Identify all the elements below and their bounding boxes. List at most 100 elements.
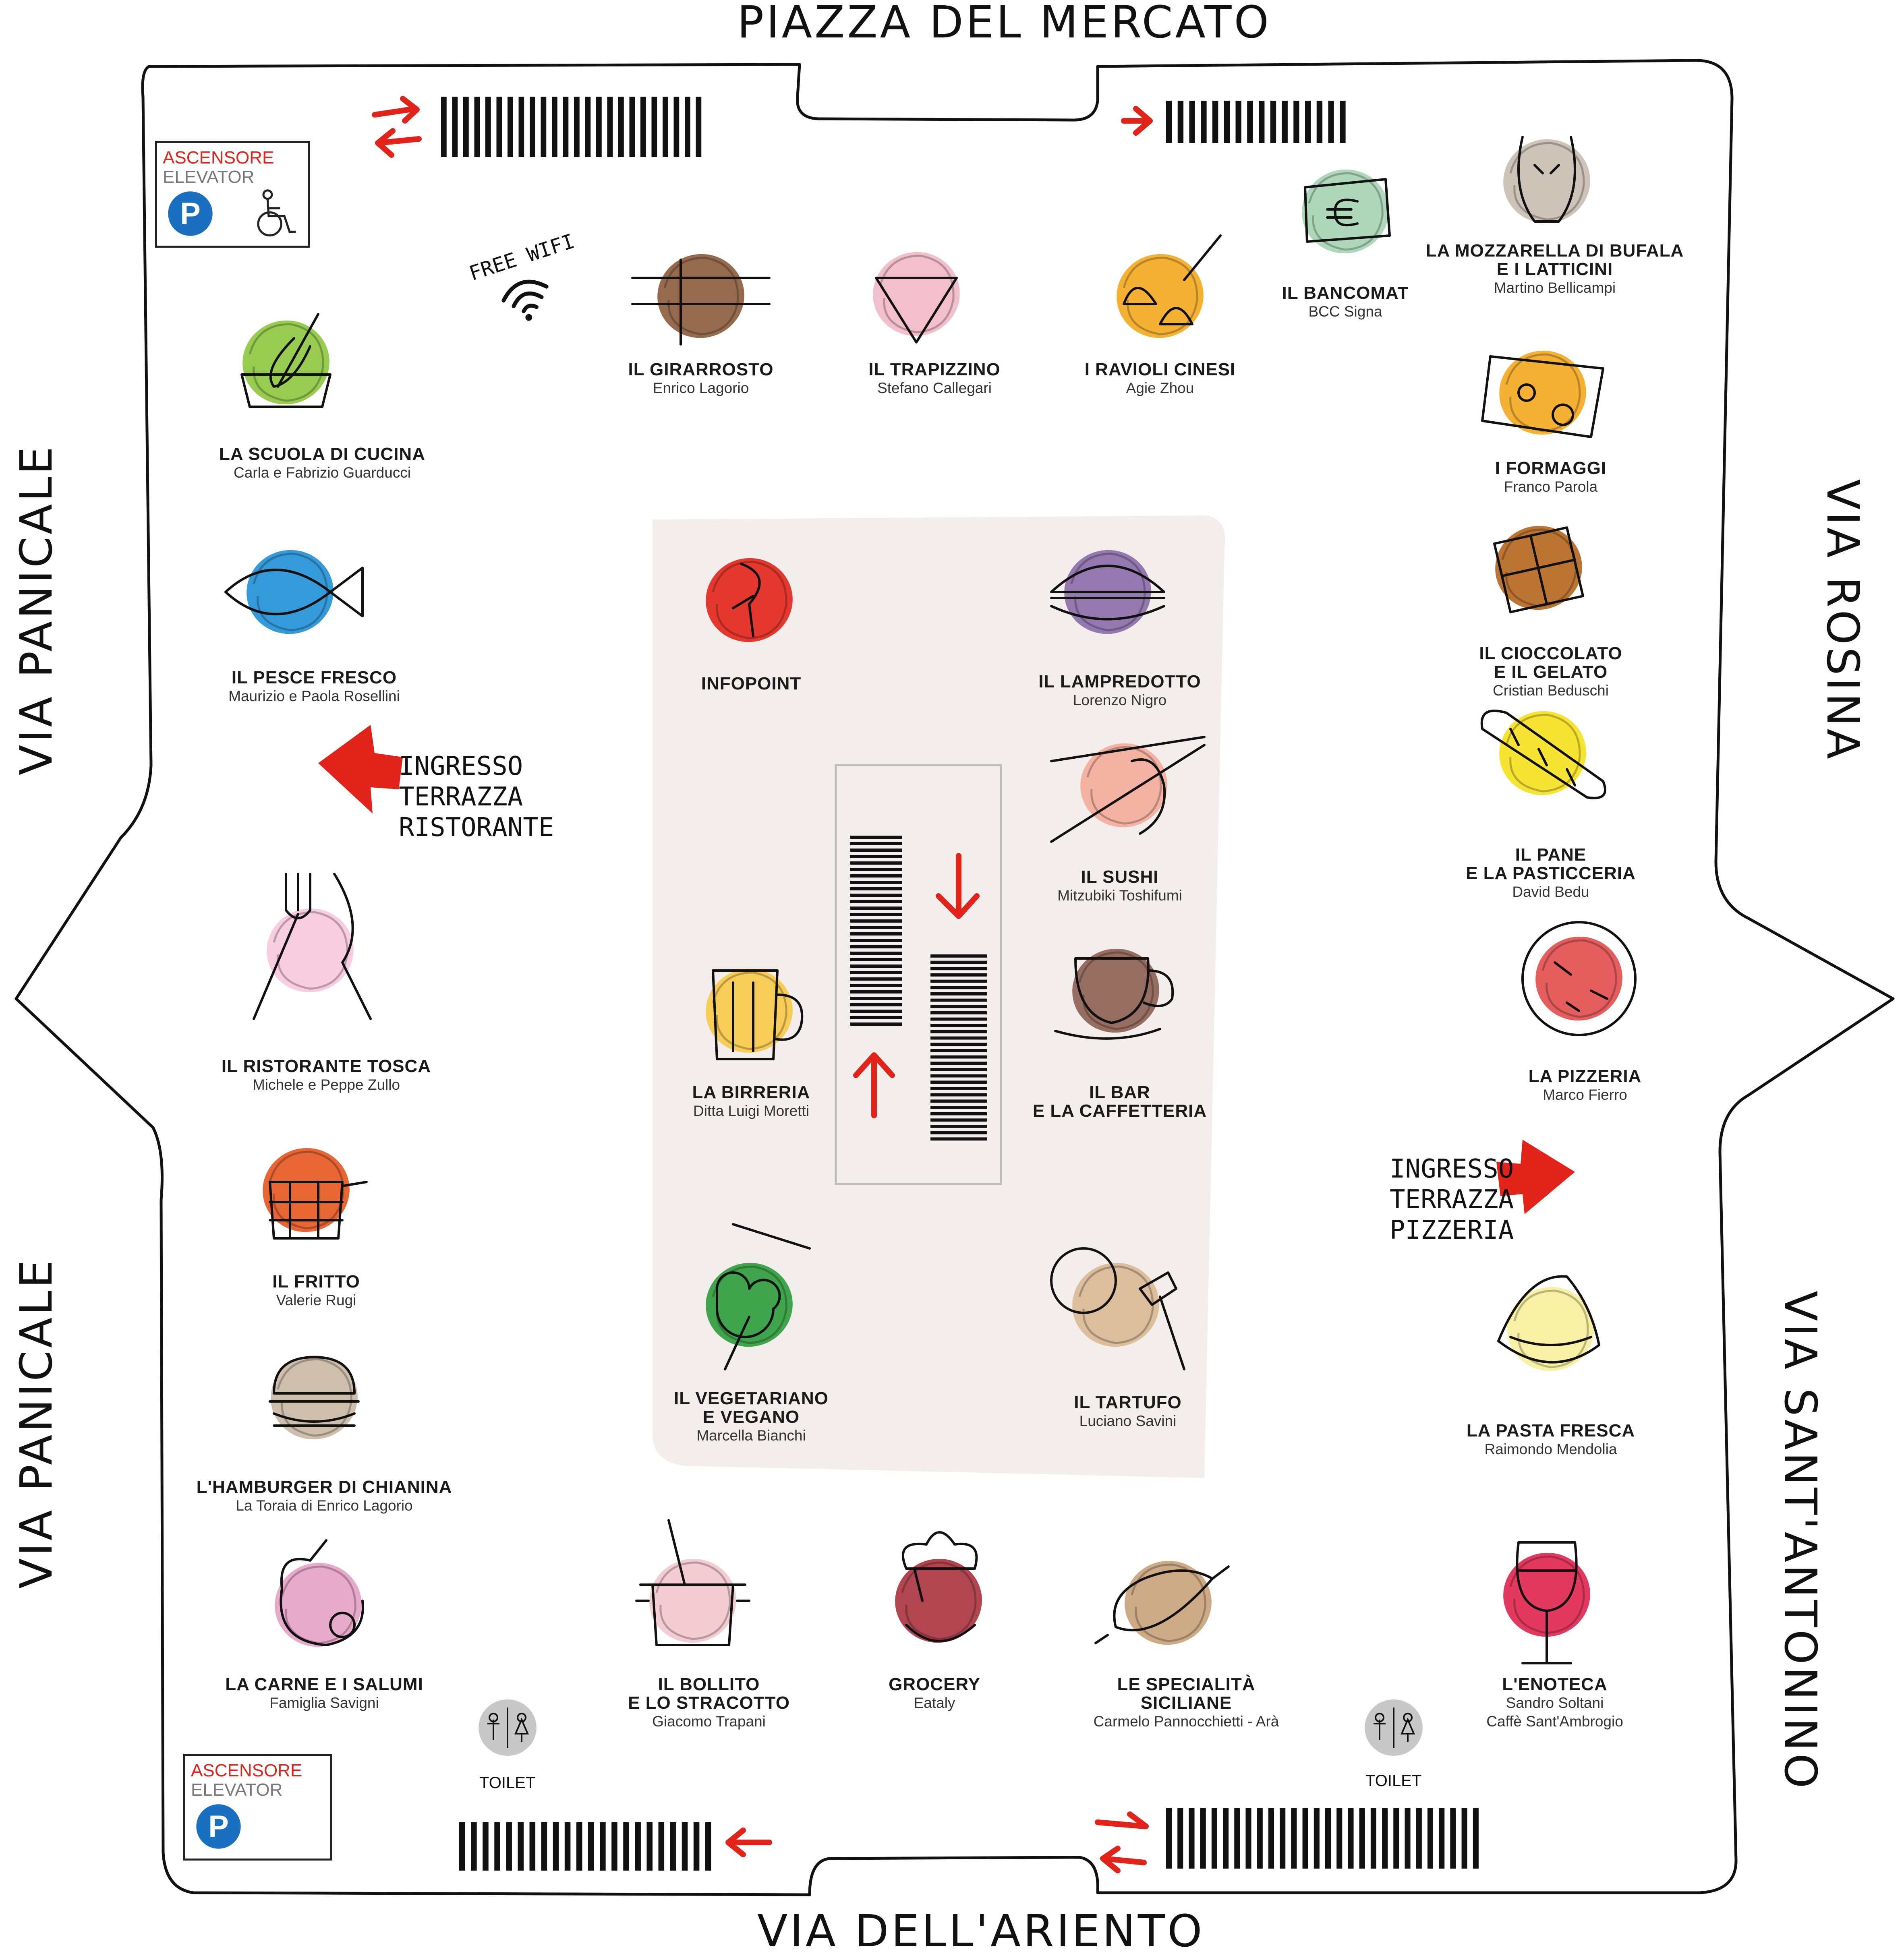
stall-owner: Cristian Beduschi bbox=[1493, 682, 1609, 699]
entrance-terrazza-pizzeria[interactable]: INGRESSO TERRAZZA PIZZERIA bbox=[1390, 1154, 1514, 1245]
stall-owner: Stefano Callegari bbox=[877, 380, 992, 396]
arrow-left-icon bbox=[725, 1828, 772, 1857]
elevator-label-it: ASCENSORE bbox=[191, 1761, 302, 1780]
stall-name: IL VEGETARIANO E VEGANO bbox=[674, 1389, 829, 1427]
svg-text:P: P bbox=[208, 1809, 229, 1844]
stall-name: IL BANCOMAT bbox=[1282, 283, 1409, 303]
pizza-icon bbox=[1521, 921, 1637, 1036]
stall-owner: Eataly bbox=[914, 1695, 955, 1711]
stall-bar[interactable]: IL BAR E LA CAFFETTERIA bbox=[955, 1083, 1285, 1120]
stall-name: GROCERY bbox=[889, 1674, 980, 1694]
arrow-right-icon bbox=[1121, 106, 1153, 136]
escalator-up bbox=[850, 836, 902, 1026]
stall-owner: Raimondo Mendolia bbox=[1484, 1441, 1617, 1457]
toilet-label-right: TOILET bbox=[1365, 1772, 1422, 1790]
parking-icon: P bbox=[196, 1804, 241, 1849]
elevator-label-en: ELEVATOR bbox=[191, 1780, 283, 1800]
spit-roast-icon bbox=[631, 254, 771, 346]
hamburger-icon bbox=[269, 1355, 360, 1440]
stall-owner: Carla e Fabrizio Guarducci bbox=[233, 464, 411, 481]
stall-owner: Luciano Savini bbox=[1079, 1413, 1177, 1429]
toilet-icon bbox=[1365, 1699, 1423, 1756]
cooking-pot-icon bbox=[635, 1519, 750, 1646]
stall-owner: Mitzubiki Toshifumi bbox=[1057, 887, 1182, 904]
stall-name: I RAVIOLI CINESI bbox=[1084, 360, 1236, 379]
stall-owner: Enrico Lagorio bbox=[653, 380, 749, 396]
entrance-arrow-right-icon bbox=[1496, 1140, 1575, 1214]
stall-owner: Marco Fierro bbox=[1543, 1087, 1627, 1103]
two-way-arrow-icon bbox=[372, 96, 422, 158]
truffle-icon bbox=[1050, 1247, 1185, 1370]
toilet-label-left: TOILET bbox=[479, 1774, 536, 1792]
arrow-up-icon bbox=[853, 1052, 895, 1118]
elevator-top-left[interactable]: ASCENSORE ELEVATOR P bbox=[155, 141, 310, 248]
stall-name: I FORMAGGI bbox=[1495, 458, 1607, 478]
street-label-left-lower: VIA PANICALE bbox=[10, 1257, 62, 1589]
street-label-left-upper: VIA PANICALE bbox=[10, 444, 62, 775]
stall-owner: Giacomo Trapani bbox=[652, 1713, 766, 1730]
elevator-bottom-left[interactable]: ASCENSORE ELEVATOR P bbox=[183, 1754, 332, 1861]
stall-name: LE SPECIALITÀ SICILIANE bbox=[1117, 1674, 1256, 1713]
stall-name: LA BIRRERIA bbox=[692, 1082, 810, 1102]
elevator-label-it: ASCENSORE bbox=[163, 148, 274, 168]
stall-owner: BCC Signa bbox=[1308, 303, 1382, 320]
stall-name: IL SUSHI bbox=[1081, 867, 1159, 887]
stall-owner: Marcella Bianchi bbox=[696, 1427, 806, 1444]
elevator-label-en: ELEVATOR bbox=[163, 167, 255, 187]
fry-basket-icon bbox=[263, 1148, 368, 1240]
toilet-icon bbox=[479, 1699, 537, 1756]
street-label-top: PIAZZA DEL MERCATO bbox=[737, 0, 1272, 48]
entrance-terrazza-ristorante[interactable]: INGRESSO TERRAZZA RISTORANTE bbox=[399, 751, 554, 842]
stall-owner: Valerie Rugi bbox=[276, 1292, 356, 1308]
stall-name: IL FRITTO bbox=[272, 1272, 360, 1291]
stall-name: LA MOZZARELLA DI BUFALA E I LATTICINI bbox=[1425, 241, 1684, 279]
stall-name: LA PIZZERIA bbox=[1528, 1066, 1642, 1086]
ravioli-pasta-icon bbox=[1497, 1275, 1600, 1371]
cannolo-icon bbox=[1094, 1561, 1230, 1645]
chef-hat-icon bbox=[895, 1531, 982, 1643]
stall-owner: Agie Zhou bbox=[1126, 380, 1194, 396]
escalator-area bbox=[835, 764, 1002, 1185]
street-label-bottom: VIA DELL'ARIENTO bbox=[757, 1905, 1205, 1957]
stall-owner: Sandro Soltani Caffè Sant'Ambrogio bbox=[1486, 1695, 1623, 1730]
stall-name: L'ENOTECA bbox=[1502, 1674, 1608, 1694]
beer-mug-icon bbox=[706, 969, 804, 1060]
arrow-down-icon bbox=[936, 853, 980, 919]
stall-name: INFOPOINT bbox=[701, 674, 802, 693]
stall-name: IL BOLLITO E LO STRACOTTO bbox=[628, 1674, 790, 1713]
wifi-icon bbox=[501, 279, 549, 321]
euro-banknote-icon bbox=[1302, 169, 1391, 254]
stall-name: LA PASTA FRESCA bbox=[1466, 1421, 1635, 1441]
stall-name: IL PANE E LA PASTICCERIA bbox=[1466, 845, 1636, 883]
parking-icon: P bbox=[168, 191, 213, 236]
street-label-right-upper: VIA ROSINA bbox=[1817, 479, 1869, 762]
stairs-top-left bbox=[441, 97, 702, 157]
info-icon bbox=[706, 558, 793, 642]
stall-infopoint[interactable]: INFOPOINT bbox=[586, 675, 916, 693]
